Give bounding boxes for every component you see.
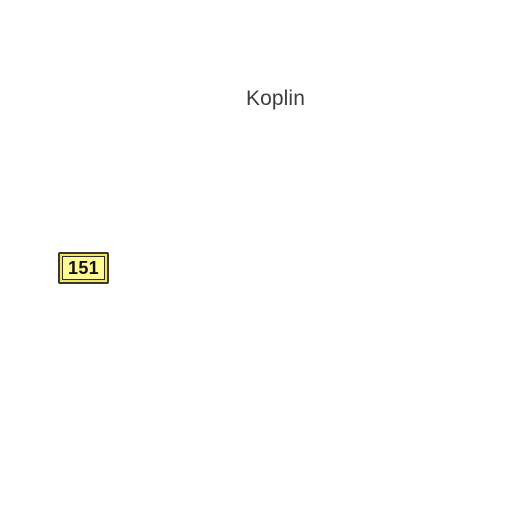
route-shield: 151 — [58, 252, 109, 284]
route-shield-inner: 151 — [62, 256, 105, 280]
place-label: Koplin — [246, 87, 305, 110]
route-number: 151 — [68, 258, 99, 278]
